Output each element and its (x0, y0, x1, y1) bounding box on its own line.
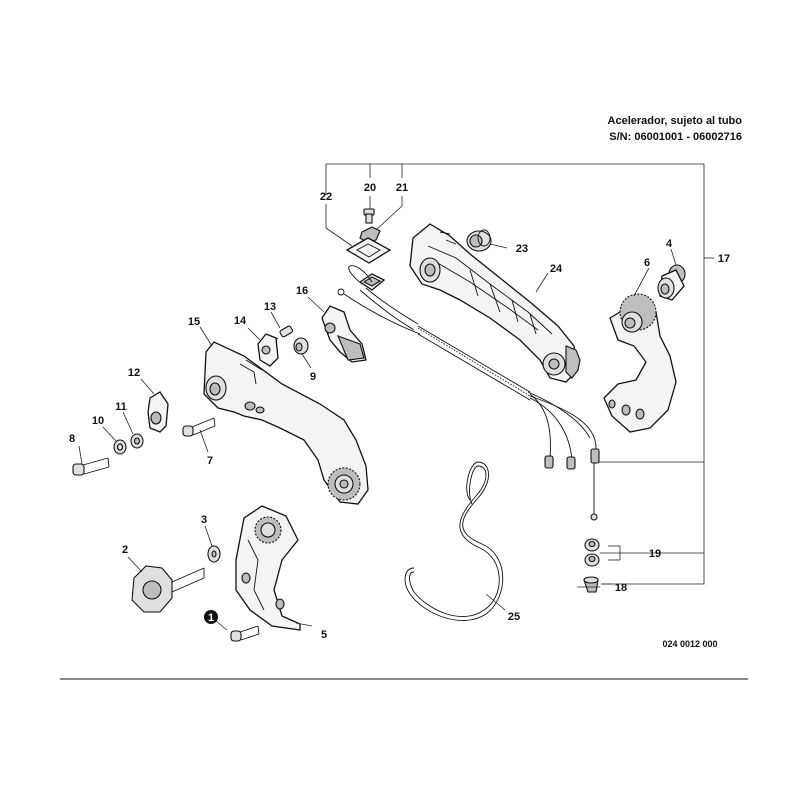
part-7-screw (182, 417, 216, 437)
bracket-17 (325, 163, 714, 585)
callout-24: 24 (550, 263, 563, 275)
part-12-clip (147, 391, 169, 433)
part-25-wire-spring (404, 461, 504, 621)
callout-10: 10 (92, 415, 104, 427)
diagram-title: Acelerador, sujeto al tubo (608, 115, 743, 127)
part-22-plate (345, 237, 392, 264)
callout-23: 23 (516, 243, 528, 255)
part-8-bolt (72, 457, 110, 476)
figure-code: 024 0012 000 (662, 639, 717, 649)
part-24-handle-half (409, 223, 581, 383)
part-15-handle-body (203, 341, 369, 505)
part-13-screw (273, 325, 294, 342)
part-4-cap (657, 264, 686, 301)
callout-9: 9 (310, 371, 316, 383)
callout-19: 19 (649, 548, 661, 560)
callout-7: 7 (207, 455, 213, 467)
part-23-grommet (466, 229, 492, 252)
callout-5: 5 (321, 629, 327, 641)
callout-25: 25 (508, 611, 520, 623)
callout-21: 21 (396, 182, 408, 194)
part-10-washer (113, 439, 127, 455)
part-3-washer (207, 545, 221, 563)
leader-lines (78, 243, 677, 631)
bracket-20-22 (325, 164, 403, 247)
callout-1-marker (204, 610, 218, 624)
switch-wire-assembly (337, 265, 600, 521)
callout-16: 16 (296, 285, 308, 297)
callout-8: 8 (69, 433, 75, 445)
callout-15: 15 (188, 316, 200, 328)
part-5-clamp (235, 505, 301, 631)
callout-18: 18 (615, 582, 627, 594)
part-6-trigger-gear (603, 293, 677, 433)
part-19-nuts (584, 538, 600, 567)
part-11-washer (130, 433, 144, 449)
callout-11: 11 (115, 401, 127, 413)
part-9-spacer (293, 337, 309, 355)
part-14-bracket (257, 333, 279, 367)
callout-4: 4 (666, 238, 673, 250)
callout-2: 2 (122, 544, 128, 556)
part-1-screw (230, 625, 260, 642)
serial-range: S/N: 06001001 - 06002716 (609, 131, 742, 143)
callout-13: 13 (264, 301, 276, 313)
callout-14: 14 (234, 315, 247, 327)
part-18-nut (583, 576, 599, 593)
callout-22: 22 (320, 191, 332, 203)
callout-6: 6 (644, 257, 650, 269)
callout-3: 3 (201, 514, 207, 526)
callout-20: 20 (364, 182, 376, 194)
callout-12: 12 (128, 367, 140, 379)
part-20-screw (363, 208, 375, 224)
callout-1: 1 (208, 612, 214, 624)
part-2-knob (131, 565, 205, 613)
part-16-lever (321, 305, 367, 363)
part-21-nut (359, 226, 381, 243)
callout-17: 17 (718, 253, 730, 265)
